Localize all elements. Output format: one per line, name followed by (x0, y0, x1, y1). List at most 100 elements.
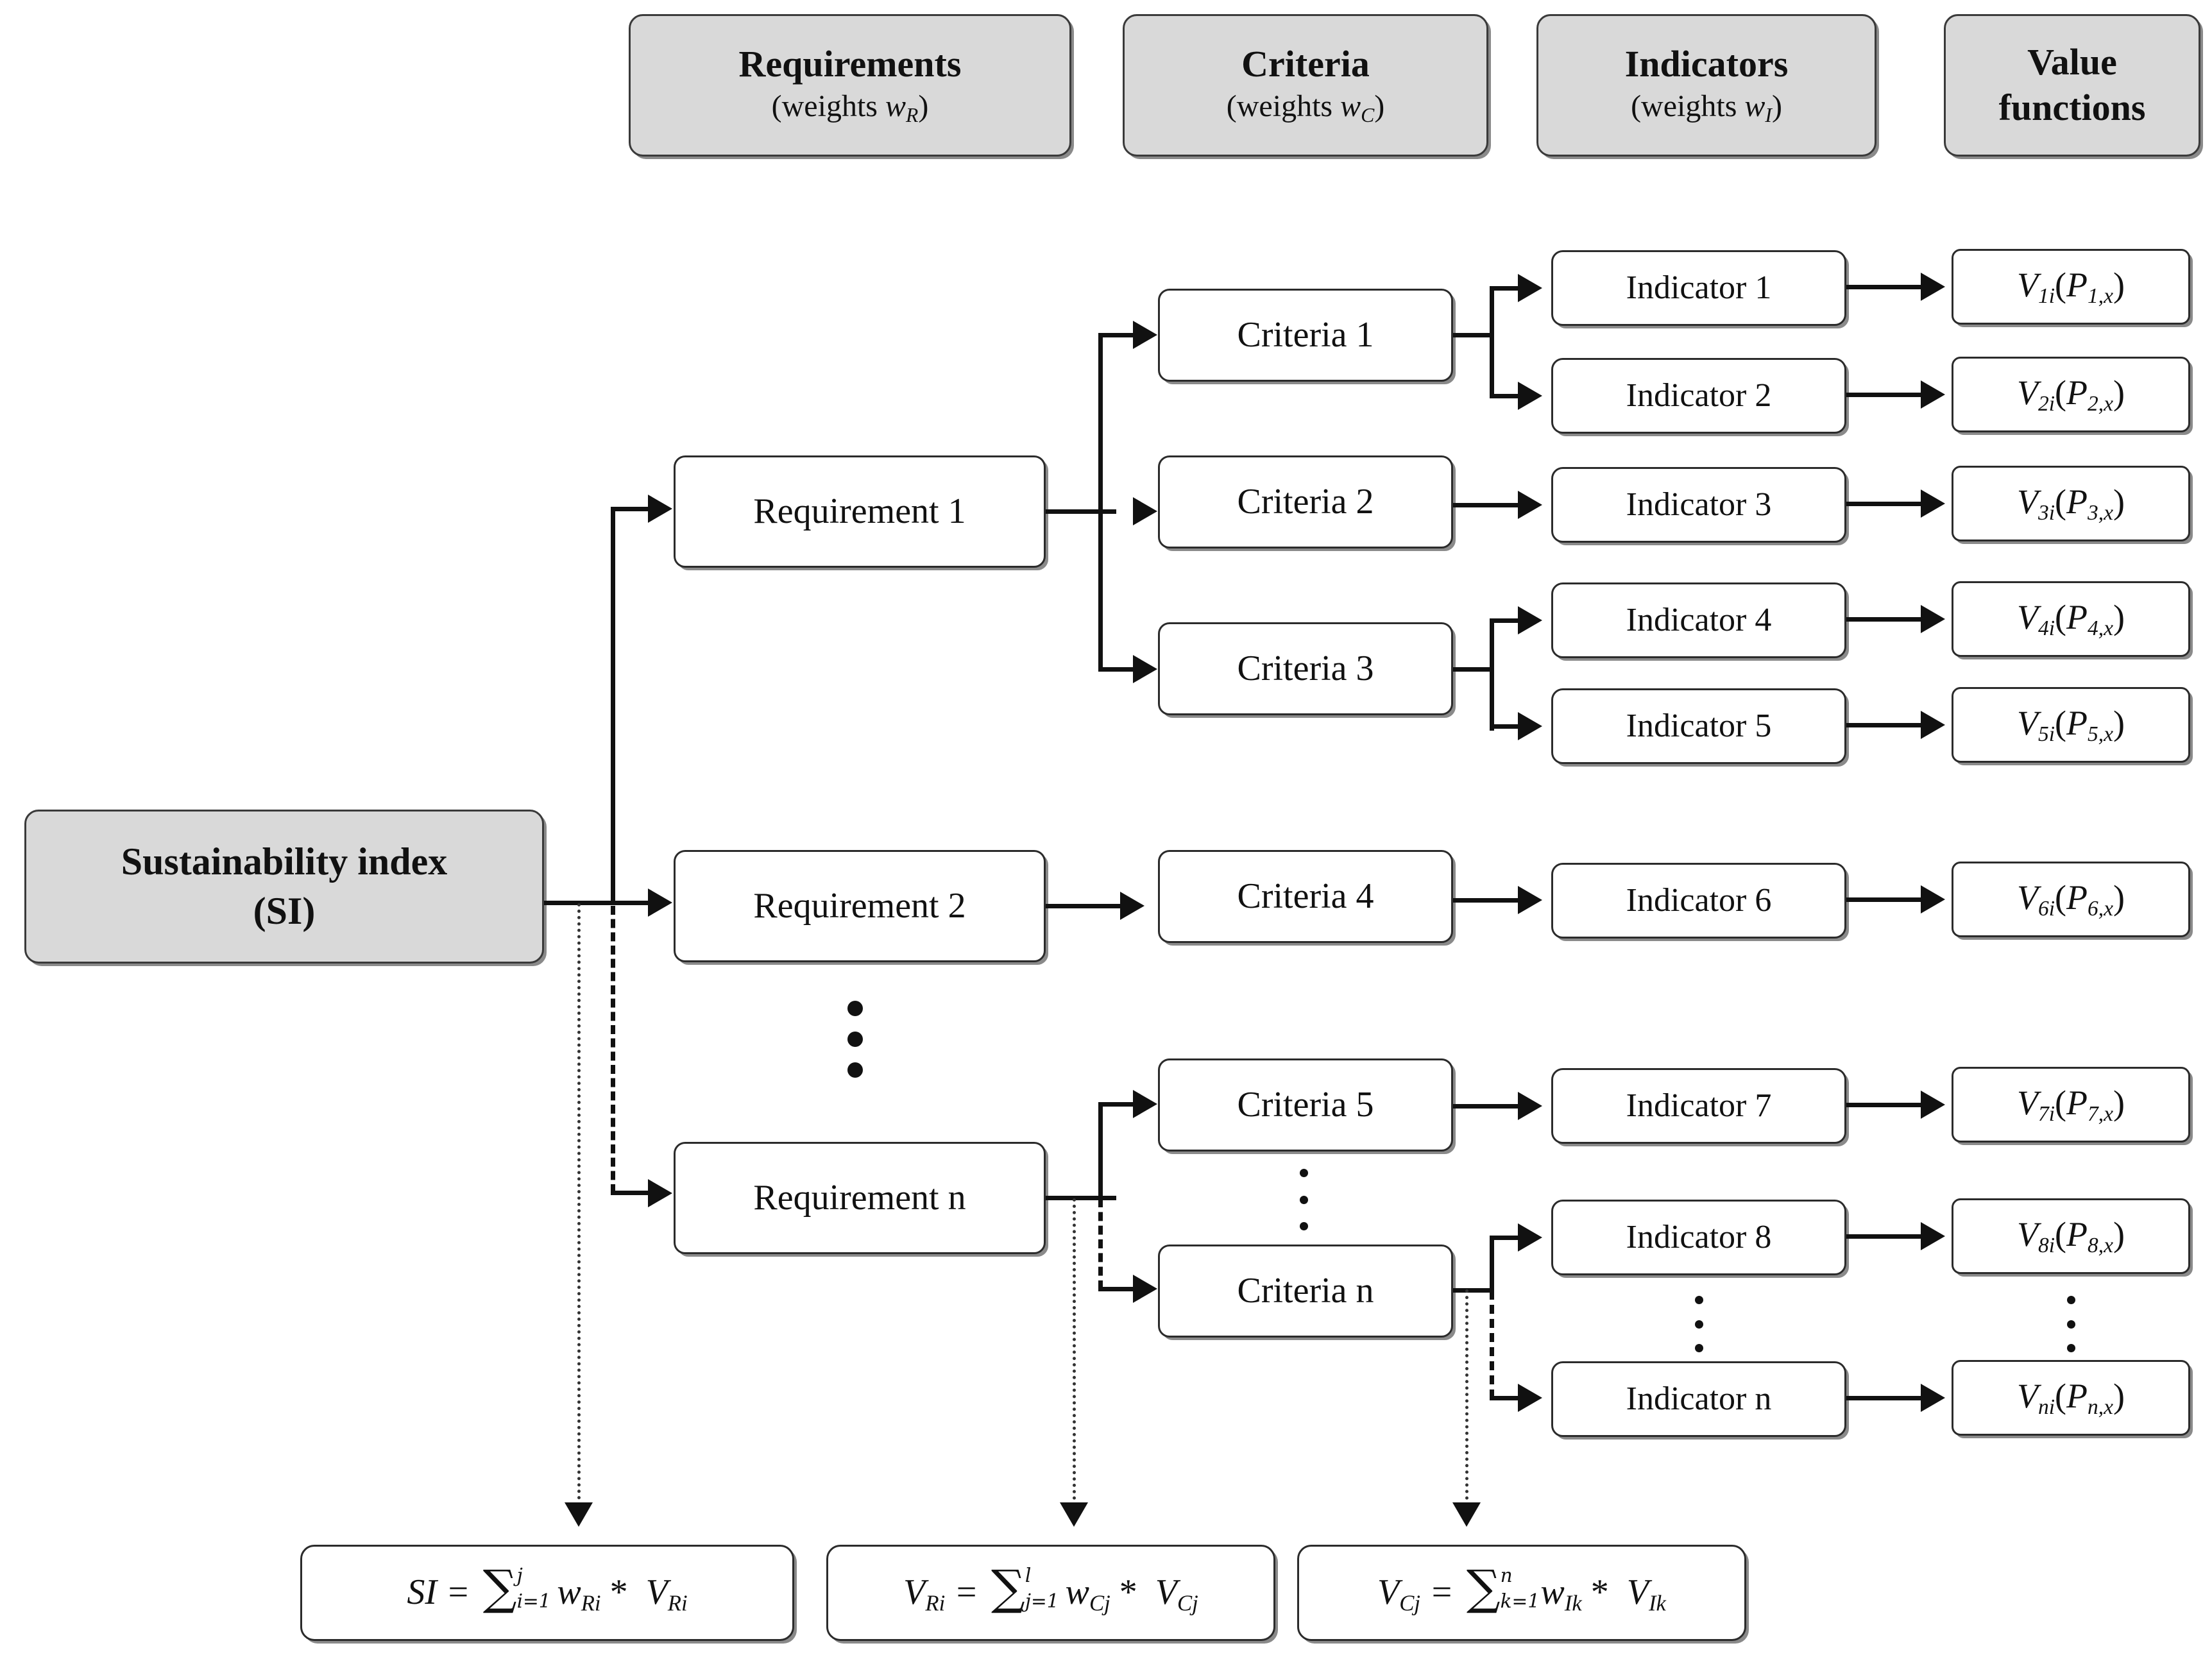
criteria-3-label: Criteria 3 (1237, 649, 1374, 689)
header-value-functions-line1: Value (2027, 41, 2117, 83)
criteria-1-out-stub (1453, 333, 1493, 337)
value-function-6-expr: V6i(P6,x) (2017, 878, 2125, 921)
indicator-5-node: Indicator 5 (1551, 688, 1846, 764)
header-criteria-title: Criteria (1241, 43, 1370, 85)
value-function-2-expr: V2i(P2,x) (2017, 373, 2125, 416)
requirement-2-to-criteria-4-line (1046, 904, 1123, 908)
criteria-n-label: Criteria n (1237, 1271, 1374, 1311)
indicator-2-branch-horizontal (1490, 394, 1520, 398)
vf-n-arrowhead (1921, 1384, 1945, 1412)
header-indicators: Indicators (weights wI) (1536, 14, 1876, 157)
criteria-123-trunk-vertical (1098, 333, 1103, 670)
criteria-1-node: Criteria 1 (1158, 289, 1453, 382)
criteria-5-branch-horizontal (1098, 1102, 1136, 1107)
indicator-5-to-vf-line (1846, 723, 1923, 727)
criteria-n-node: Criteria n (1158, 1245, 1453, 1338)
indicator-5-branch-horizontal (1490, 724, 1520, 729)
header-requirements: Requirements (weights wR) (629, 14, 1071, 157)
requirement-n-node: Requirement n (674, 1142, 1046, 1254)
vri-formula-dotted-connector (1073, 1198, 1076, 1506)
value-function-5-node: V5i(P5,x) (1952, 687, 2190, 763)
vcj-formula-arrowhead (1452, 1502, 1481, 1527)
indicator-4-to-vf-line (1846, 617, 1923, 622)
criteria-5-to-indicator-7-line (1453, 1104, 1520, 1109)
header-requirements-subtitle: (weights wR) (771, 89, 929, 127)
indicator-1-node: Indicator 1 (1551, 250, 1846, 326)
indicator-1-arrowhead (1518, 274, 1542, 302)
header-criteria-subtitle: (weights wC) (1226, 89, 1385, 127)
requirement-2-node: Requirement 2 (674, 850, 1046, 962)
criteria-4-node: Criteria 4 (1158, 850, 1453, 943)
header-value-functions-line2: functions (1998, 87, 2146, 128)
indicator-3-label: Indicator 3 (1626, 486, 1772, 523)
indicator-n-to-vf-line (1846, 1396, 1923, 1400)
requirement-1-branch-horizontal (611, 507, 649, 511)
indicator-4-arrowhead (1518, 606, 1542, 634)
value-function-2-node: V2i(P2,x) (1952, 357, 2190, 432)
vf-2-arrowhead (1921, 380, 1945, 409)
indicator-4-node: Indicator 4 (1551, 582, 1846, 658)
si-formula-arrowhead (565, 1502, 593, 1527)
indicator-8n-trunk-vertical (1490, 1236, 1494, 1292)
vf-4-arrowhead (1921, 605, 1945, 633)
criteria-2-to-indicator-3-line (1453, 503, 1520, 507)
header-indicators-subtitle: (weights wI) (1631, 89, 1782, 127)
requirement-n-out-stub (1046, 1196, 1116, 1200)
indicator-45-trunk-vertical (1490, 618, 1494, 731)
indicator-6-label: Indicator 6 (1626, 881, 1772, 919)
root-title-line2: (SI) (253, 890, 316, 932)
indicator-8-to-vf-line (1846, 1234, 1923, 1239)
header-indicators-title: Indicators (1624, 43, 1789, 85)
indicator-7-arrowhead (1518, 1092, 1542, 1120)
requirement-2-label: Requirement 2 (753, 886, 966, 926)
criteria-n-dashed-connector (1098, 1198, 1103, 1289)
indicator-n-arrowhead (1518, 1384, 1542, 1412)
value-function-1-node: V1i(P1,x) (1952, 249, 2190, 325)
vf-5-arrowhead (1921, 711, 1945, 739)
root-out-stub (544, 901, 615, 905)
indicator-3-arrowhead (1518, 491, 1542, 519)
vri-formula-arrowhead (1060, 1502, 1088, 1527)
requirements-ellipsis (846, 1001, 865, 1078)
criteria-3-node: Criteria 3 (1158, 622, 1453, 715)
value-function-4-node: V4i(P4,x) (1952, 581, 2190, 657)
indicator-6-arrowhead (1518, 886, 1542, 914)
value-function-n-expr: Vni(Pn,x) (2017, 1376, 2125, 1419)
criteria-5-arrowhead (1133, 1090, 1157, 1118)
criteria-1-arrowhead (1133, 321, 1157, 349)
indicator-7-to-vf-line (1846, 1103, 1923, 1107)
requirement-2-arrowhead (648, 888, 672, 917)
indicator-5-label: Indicator 5 (1626, 707, 1772, 744)
indicator-n-dashed-connector (1490, 1291, 1494, 1398)
criteria-3-arrowhead (1133, 655, 1157, 683)
indicator-n-label: Indicator n (1626, 1380, 1772, 1417)
indicator-n-node: Indicator n (1551, 1361, 1846, 1437)
indicator-7-node: Indicator 7 (1551, 1068, 1846, 1144)
header-value-functions: Value functions (1944, 14, 2200, 157)
vf-3-arrowhead (1921, 489, 1945, 518)
value-function-4-expr: V4i(P4,x) (2017, 597, 2125, 640)
criteria-4-to-indicator-6-line (1453, 898, 1520, 903)
indicator-8-label: Indicator 8 (1626, 1218, 1772, 1255)
criteria-n-arrowhead (1133, 1275, 1157, 1303)
value-function-3-node: V3i(P3,x) (1952, 466, 2190, 541)
indicator-n-branch-horizontal (1490, 1396, 1520, 1400)
indicator-3-to-vf-line (1846, 502, 1923, 506)
indicator-2-to-vf-line (1846, 393, 1923, 397)
indicator-4-branch-horizontal (1490, 618, 1520, 623)
requirement-1-out-stub (1046, 509, 1116, 514)
value-functions-ellipsis (2066, 1296, 2076, 1352)
value-function-7-node: V7i(P7,x) (1952, 1067, 2190, 1143)
indicator-4-label: Indicator 4 (1626, 601, 1772, 638)
value-function-8-node: V8i(P8,x) (1952, 1198, 2190, 1274)
requirement-trunk-vertical (611, 507, 615, 903)
criteria-4-arrowhead (1120, 892, 1144, 920)
vf-1-arrowhead (1921, 273, 1945, 301)
criteria-n-branch-horizontal (1098, 1287, 1136, 1291)
indicator-8-branch-horizontal (1490, 1236, 1520, 1240)
